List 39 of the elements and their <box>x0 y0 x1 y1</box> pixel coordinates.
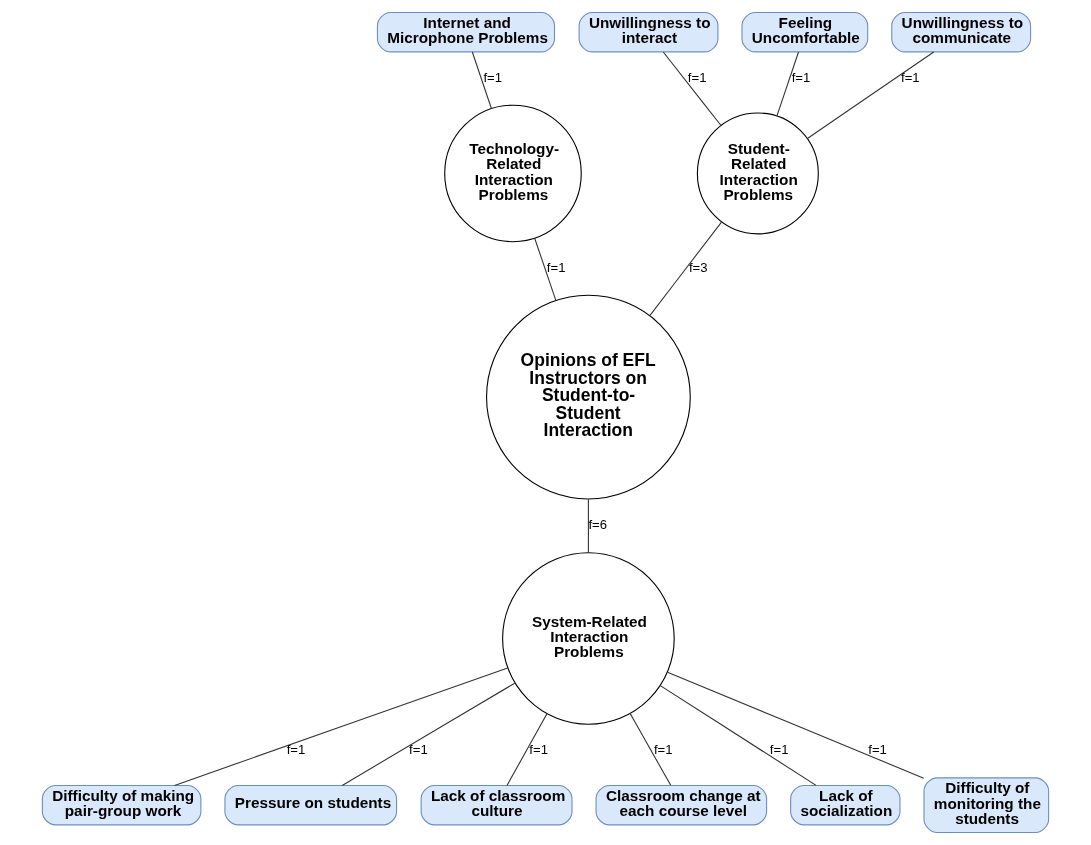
connector <box>587 498 589 554</box>
connector <box>662 51 722 127</box>
connector <box>341 682 516 786</box>
connector <box>806 51 935 139</box>
node-box: Feeling Uncomfortable <box>741 11 869 53</box>
node-box: Lack of classroom culture <box>420 784 573 826</box>
node-box: Difficulty of monitoring the students <box>923 777 1050 834</box>
edge-label: f=1 <box>868 742 887 758</box>
node-circle: Technology-Related Interaction Problems <box>444 104 582 243</box>
edge-label: f=1 <box>483 70 503 86</box>
connector <box>659 685 817 786</box>
connector <box>471 51 492 110</box>
connector <box>649 221 723 316</box>
edge-label: f=1 <box>653 742 673 758</box>
connector <box>506 713 548 786</box>
node-circle: System-Related Interaction Problems <box>502 552 675 725</box>
edge-label: f=1 <box>769 742 789 758</box>
edge-label: f=1 <box>409 742 428 758</box>
connector <box>776 51 800 117</box>
node-box: Classroom change at each course level <box>595 784 768 826</box>
edge-label: f=1 <box>529 742 548 758</box>
node-circle: Student-Related Interaction Problems <box>696 112 819 235</box>
node-box: Pressure on students <box>224 784 398 826</box>
connector <box>534 237 557 301</box>
node-circle: Opinions of EFL Instructors on Student-to-Student Interaction <box>486 294 691 500</box>
node-box: Unwillingness to interact <box>578 11 719 53</box>
edge-label: f=3 <box>688 259 708 275</box>
node-box: Internet and Microphone Problems <box>376 11 556 53</box>
node-box: Difficulty of making pair-group work <box>41 784 202 826</box>
edge-label: f=1 <box>286 742 306 758</box>
node-box: Unwillingness to communicate <box>891 11 1032 53</box>
node-box: Lack of socialization <box>790 784 901 826</box>
connector <box>174 667 509 786</box>
connector <box>629 713 672 786</box>
edge-label: f=1 <box>791 70 811 86</box>
edge-label: f=1 <box>546 259 566 275</box>
edge-label: f=1 <box>901 70 920 86</box>
edge-label: f=1 <box>687 70 707 86</box>
connector <box>666 671 925 779</box>
